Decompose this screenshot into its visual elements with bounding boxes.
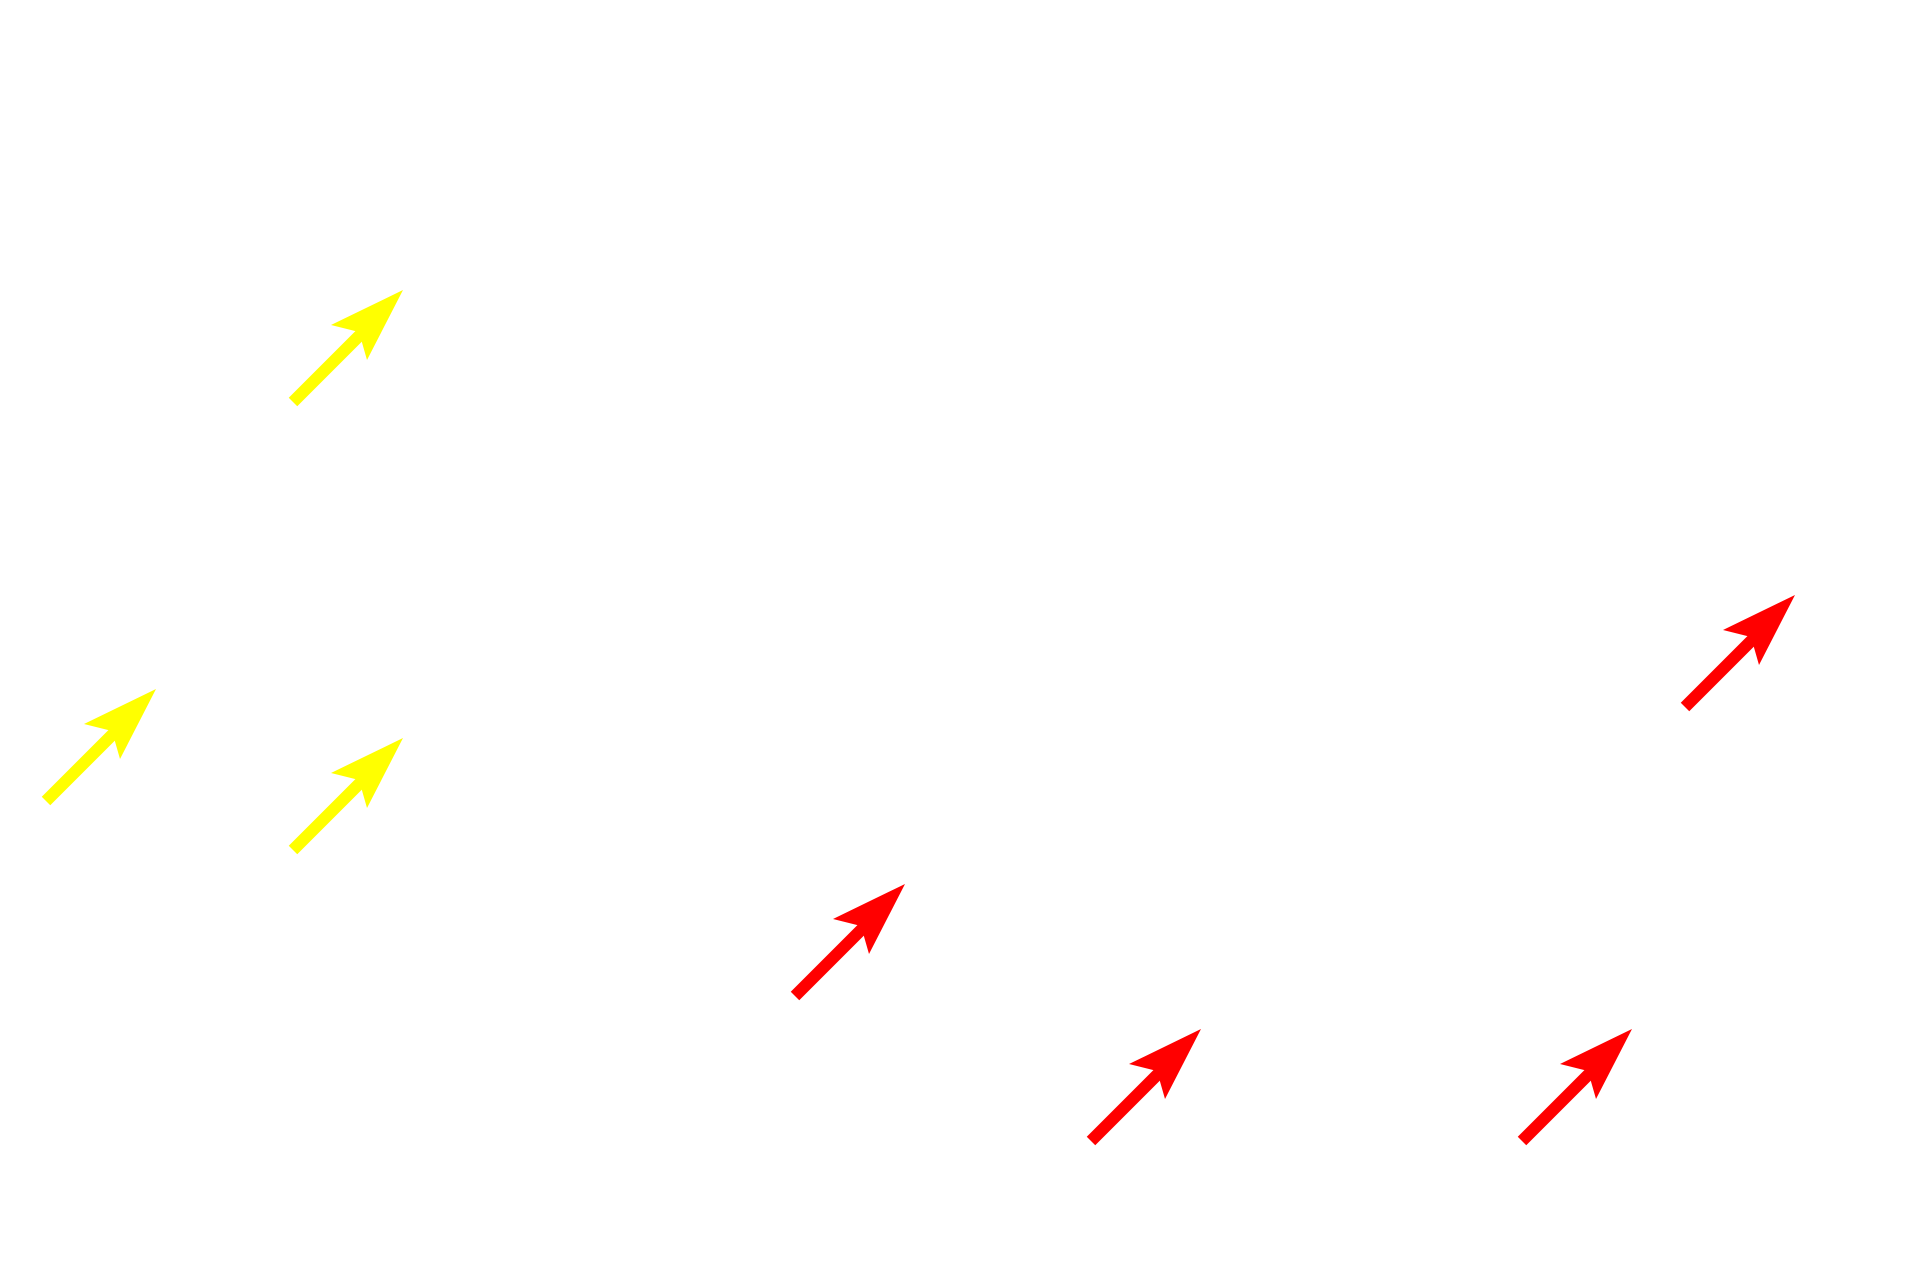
arrow-up-right-icon — [41, 689, 156, 806]
red-arrow-icon — [787, 864, 927, 1004]
arrow-up-right-icon — [1680, 595, 1795, 712]
red-arrow-icon — [1514, 1009, 1654, 1149]
arrow-shaft — [288, 773, 370, 855]
arrow-shaft — [1086, 1064, 1168, 1146]
arrow-shaft — [41, 724, 123, 806]
arrow-head — [1723, 595, 1795, 665]
arrow-up-right-icon — [1086, 1029, 1201, 1146]
arrow-head — [331, 738, 403, 808]
arrow-head — [84, 689, 156, 759]
arrow-head — [331, 290, 403, 360]
yellow-arrow-icon — [285, 270, 425, 410]
red-arrow-icon — [1083, 1009, 1223, 1149]
arrow-shaft — [1517, 1064, 1599, 1146]
yellow-arrow-icon — [38, 669, 178, 809]
arrow-shaft — [288, 325, 370, 407]
arrow-head — [1129, 1029, 1201, 1099]
red-arrow-icon — [1677, 575, 1817, 715]
arrow-head — [1560, 1029, 1632, 1099]
arrow-up-right-icon — [790, 884, 905, 1001]
arrow-shaft — [1680, 630, 1762, 712]
arrow-shaft — [790, 919, 872, 1001]
arrow-up-right-icon — [288, 738, 403, 855]
arrow-up-right-icon — [288, 290, 403, 407]
arrow-head — [833, 884, 905, 954]
yellow-arrow-icon — [285, 718, 425, 858]
arrow-up-right-icon — [1517, 1029, 1632, 1146]
